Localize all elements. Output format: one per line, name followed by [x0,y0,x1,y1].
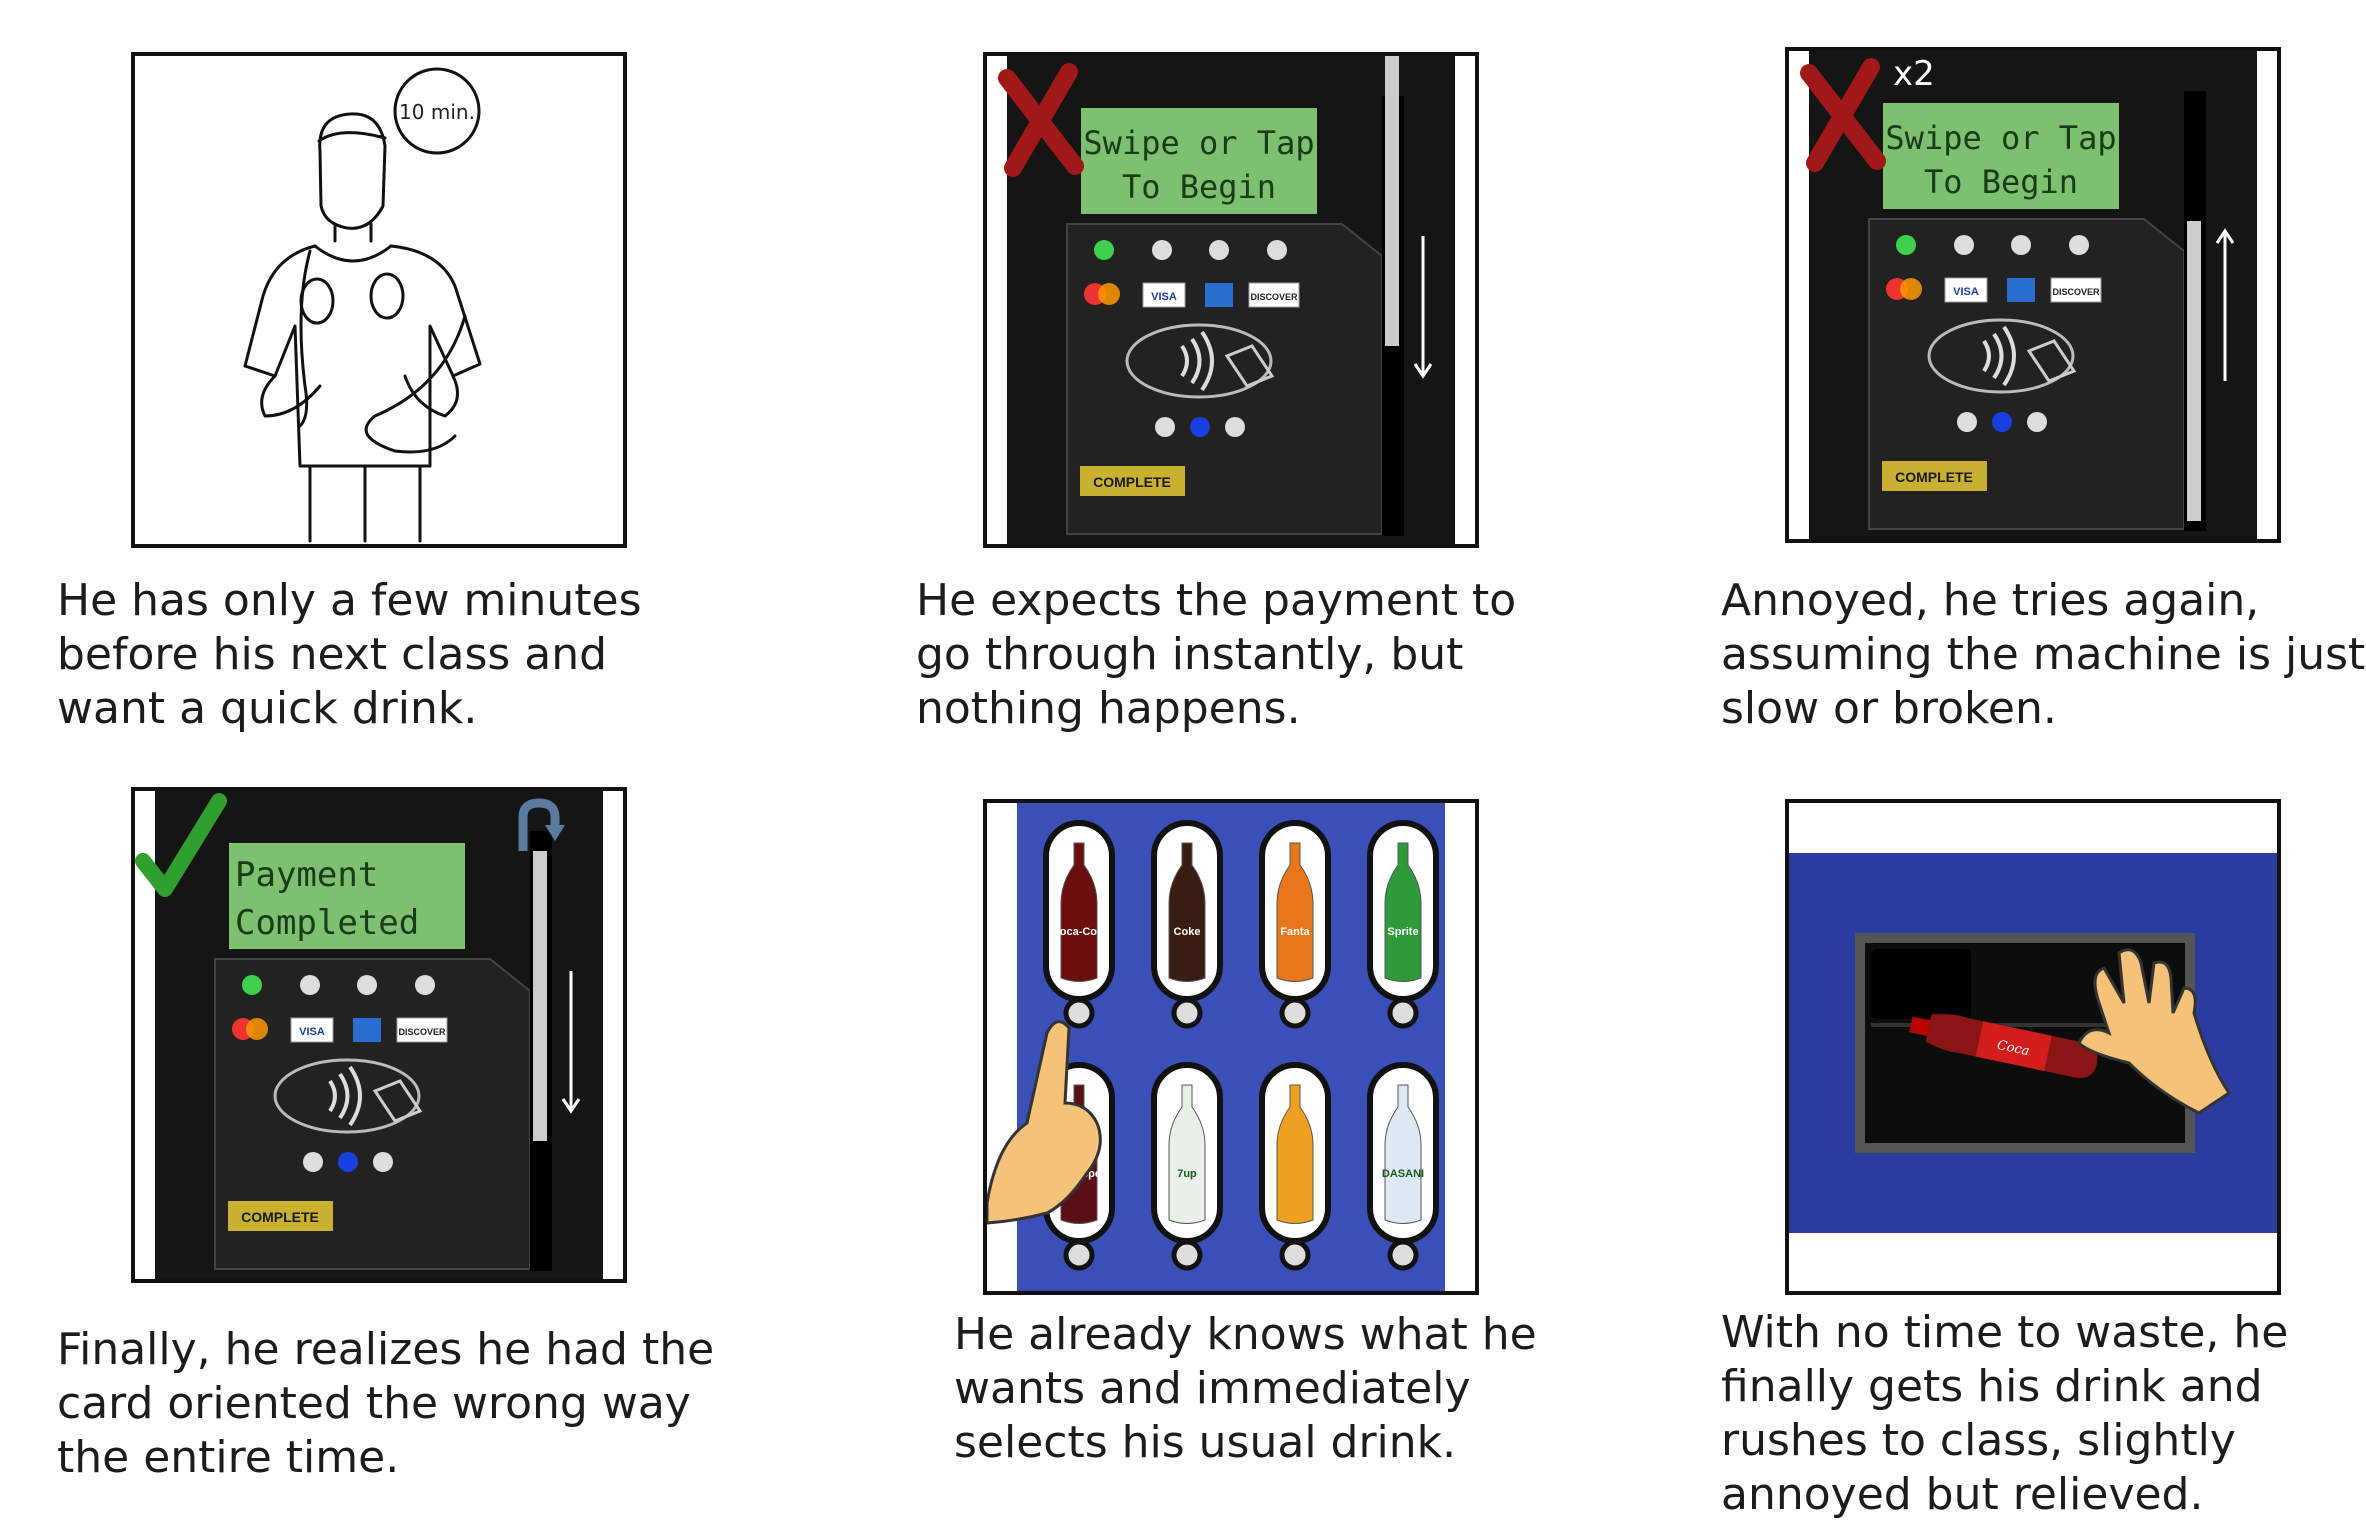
contactless-icon [1927,318,2075,394]
svg-text:VISA: VISA [1953,286,1979,298]
svg-text:COMPLETE: COMPLETE [1895,469,1973,485]
arrow-up-icon [2215,228,2235,381]
time-bubble-text: 10 min. [399,100,475,124]
card-logos: VISA DISCOVER [232,1017,448,1043]
payment-screen [229,843,465,949]
select-button[interactable] [1387,997,1419,1029]
caption-2: He expects the payment to go through ins… [916,575,1517,734]
select-button[interactable] [1063,1239,1095,1271]
panel-first-attempt: Swipe or Tap To Begin VISA DISCOVER COMP… [983,52,1479,548]
bottle-label: DASANI [1382,1168,1424,1180]
status-light-green [242,975,262,995]
svg-text:DISCOVER: DISCOVER [2052,287,2100,297]
bottle-icon [1276,1084,1314,1224]
bottle-label: Fanta [1280,926,1310,938]
time-bubble-circle [393,67,481,155]
panel-drink-selection: Coca-ColaCokeFantaSpriteDr Pepper7upDASA… [983,799,1479,1295]
contactless-icon [1125,323,1273,399]
complete-button[interactable] [228,1201,333,1231]
select-button[interactable] [1279,1239,1311,1271]
screen-line-1: Swipe or Tap [1083,124,1314,162]
grabbing-hand-icon [2077,948,2232,1115]
flip-card-icon [518,798,560,851]
select-button[interactable] [1279,997,1311,1029]
drink-slot[interactable] [1259,1062,1331,1271]
svg-text:VISA: VISA [299,1026,325,1038]
bottle-label: 7up [1177,1168,1197,1180]
svg-text:Coca: Coca [1996,1038,2031,1059]
payment-screen [1081,108,1317,214]
pointing-hand-icon [987,1020,1102,1225]
caption-4: Finally, he realizes he had the card ori… [57,1324,715,1483]
complete-button[interactable] [1080,466,1185,496]
panel-payment-completed: Payment Completed VISA DISCOVER COMPLETE [131,787,627,1283]
screen-line-2: To Begin [1924,163,2078,201]
card-logos: VISA DISCOVER [1886,277,2102,303]
svg-text:COMPLETE: COMPLETE [241,1209,319,1225]
payment-screen [1883,103,2119,209]
select-button[interactable] [1171,1239,1203,1271]
drink-slot[interactable]: Fanta [1259,820,1331,1029]
bottle-icon [1384,1084,1422,1224]
drink-slot[interactable]: Sprite [1367,820,1439,1029]
card-slot [2187,221,2201,521]
bottle-icon [1168,842,1206,982]
bottle-icon [1168,1084,1206,1224]
screen-line-1: Payment [235,855,378,895]
drink-slot[interactable]: 7up [1151,1062,1223,1271]
svg-text:DISCOVER: DISCOVER [1250,292,1298,302]
card-slot [533,851,547,1141]
svg-text:DISCOVER: DISCOVER [398,1027,446,1037]
coke-bottle-icon: Coca [1909,1014,2098,1078]
bottle-icon [1060,842,1098,982]
bottle-label: Coke [1174,926,1201,938]
caption-1: He has only a few minutes before his nex… [57,575,642,734]
card-logos: VISA DISCOVER [1084,282,1300,308]
drink-slot[interactable]: Coke [1151,820,1223,1029]
bottle-label: Coca-Cola [1052,926,1107,938]
svg-text:COMPLETE: COMPLETE [1093,474,1171,490]
screen-line-2: Completed [235,903,419,943]
bottle-icon [1276,842,1314,982]
panel-student: 10 min. [131,52,627,548]
select-button[interactable] [1387,1239,1419,1271]
panel-second-attempt: Swipe or Tap To Begin VISA DISCOVER COMP… [1785,47,2281,543]
screen-line-1: Swipe or Tap [1885,119,2116,157]
caption-6: With no time to waste, he finally gets h… [1721,1307,2289,1520]
card-slot [1385,56,1399,346]
select-button[interactable] [1063,997,1095,1029]
select-button[interactable] [1171,997,1203,1029]
attempt-count-badge: x2 [1893,54,1935,94]
svg-text:VISA: VISA [1151,291,1177,303]
caption-3: Annoyed, he tries again, assuming the ma… [1721,575,2366,734]
panel-getting-drink: Coca [1785,799,2281,1295]
drink-slot[interactable]: DASANI [1367,1062,1439,1271]
contactless-icon [273,1058,421,1134]
arrow-down-icon [1413,236,1433,379]
red-x-icon [998,63,1084,177]
drink-slot[interactable]: Coca-Cola [1043,820,1115,1029]
caption-5: He already knows what he wants and immed… [954,1309,1537,1468]
checkmark-icon [135,793,227,897]
complete-button[interactable] [1882,461,1987,491]
status-light-green [1094,240,1114,260]
red-x-icon [1800,58,1886,172]
arrow-down-icon [561,971,581,1114]
bottle-label: Sprite [1387,926,1418,938]
status-light-green [1896,235,1916,255]
bottle-icon [1384,842,1422,982]
student-sketch: 10 min. [243,67,482,543]
screen-line-2: To Begin [1122,168,1276,206]
